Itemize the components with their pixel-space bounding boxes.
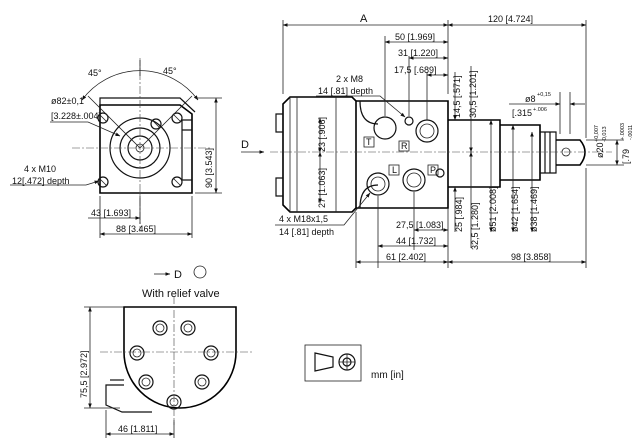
bottom-view-label: D — [174, 269, 182, 281]
units-legend: mm [in] — [304, 344, 404, 382]
m8-depth-label: 14 [.81] depth — [318, 86, 373, 96]
bottom-body — [123, 306, 237, 409]
port-block — [356, 100, 449, 209]
port-p-box — [427, 164, 439, 176]
shaft-tol-upper-label: +0,007 — [594, 125, 600, 142]
cover-section-lines — [289, 97, 337, 212]
projection-cone-icon — [314, 352, 334, 372]
key-width-in-label: [.315 — [512, 108, 532, 118]
bottom-view-title: With relief valve — [142, 288, 220, 300]
dim-25-label: 25 [.984] — [454, 197, 464, 232]
dim-98-label: 98 [3.858] — [511, 252, 551, 262]
shaft-tol-in-upper-label: +.0003 — [620, 123, 626, 140]
front-side-lugs — [181, 119, 192, 181]
dim-61-label: 61 [2.402] — [386, 252, 426, 262]
dim-51-label: ø51 [2.008] — [488, 186, 498, 232]
relief-valve — [105, 384, 152, 413]
seal-housing — [540, 131, 557, 174]
dim-27-label: 27 [1.063] — [317, 168, 327, 208]
shaft-dia-label: ø20 — [595, 142, 605, 158]
port-r-circle — [415, 119, 439, 143]
dim-23-label: 23 [.906] — [317, 117, 327, 152]
dim-14-5-label: 14,5 [.571] — [452, 75, 462, 118]
view-d-label: D — [241, 139, 249, 151]
dim-38-label: ø38 [1.469] — [529, 186, 539, 232]
dim-44-label: 44 [1.732] — [396, 236, 436, 246]
angle-right-label: 45° — [163, 66, 177, 76]
dim-a-label: A — [360, 13, 368, 25]
mount-bolt-holes — [97, 112, 183, 188]
dim-120-label: 120 [4.724] — [488, 14, 533, 24]
port-l-circle — [366, 172, 390, 196]
port-depth-label: 14 [.81] depth — [279, 227, 334, 237]
dim-42-label: ø42 [1.654] — [510, 186, 520, 232]
dim-30-5-label: 30,5 [1.201] — [468, 70, 478, 118]
m10-leader — [10, 180, 100, 186]
port-l-box — [388, 164, 400, 176]
units-label: mm [in] — [371, 370, 404, 381]
bottom-bolts — [129, 320, 219, 410]
pilot-leader — [50, 121, 121, 137]
pilot-dia-label: ø82±0,1 — [51, 96, 84, 106]
half-width-label: 43 [1.693] — [91, 208, 131, 218]
width-label: 88 [3.465] — [116, 224, 156, 234]
port-r-label: R — [401, 141, 408, 151]
front-view: 45° 45° ø82±0,1 [3.228±.004] 4 x M10 12[… — [10, 58, 222, 238]
bottom-view-symbol — [193, 265, 207, 279]
side-view: D T R L P — [241, 13, 634, 268]
bottom-centerlines — [100, 296, 252, 425]
shaft-tol-in-lower-label: -.0011 — [628, 125, 634, 140]
shaft — [556, 139, 586, 166]
cover-bolts — [275, 113, 284, 197]
port-r-box — [398, 140, 410, 152]
m10-label: 4 x M10 — [24, 164, 56, 174]
port-l-label: L — [392, 165, 397, 175]
port-block-fillets — [359, 100, 379, 209]
port-t-box — [363, 136, 375, 148]
key-tol-in-label: +.006 — [533, 107, 547, 113]
port-p-circle — [402, 168, 426, 192]
legend-box — [304, 344, 362, 382]
angle-lines — [87, 95, 193, 149]
port-t-circle — [373, 116, 397, 140]
m8-leader — [316, 95, 406, 118]
shaft-in-label: [.79 — [621, 149, 631, 164]
port-t-label: T — [366, 137, 372, 147]
bottom-view: D With relief valve 75,5 [2.972] 46 [1.8… — [79, 265, 252, 438]
port-ext-lines — [384, 36, 428, 120]
dim-31-label: 31 [1.220] — [398, 48, 438, 58]
key-width-label: ø8 — [525, 94, 536, 104]
dim-32-5-label: 32,5 [1.280] — [470, 202, 480, 250]
port-p-label: P — [430, 165, 436, 175]
bottom-width-label: 46 [1.811] — [118, 424, 157, 434]
height-label: 90 [3.543] — [204, 148, 214, 188]
m8-label: 2 x M8 — [336, 74, 363, 84]
bottom-height-label: 75,5 [2.972] — [79, 350, 89, 398]
dim-17-label: 17,5 [.689] — [394, 65, 437, 75]
port-thread-label: 4 x M18x1,5 — [279, 214, 328, 224]
m10-depth-label: 12[.472] depth — [12, 176, 70, 186]
pilot-dia-in-label: [3.228±.004] — [51, 111, 101, 121]
shaft-housing — [500, 124, 541, 181]
dim-50-label: 50 [1.969] — [395, 32, 435, 42]
housing — [448, 119, 501, 188]
bottom-ext-lines — [377, 192, 449, 268]
dim-27-5-label: 27,5 [1.083] — [396, 220, 444, 230]
key-tol-label: +0,15 — [537, 92, 551, 98]
port-thread-leader — [275, 192, 371, 226]
m8-hole-2 — [435, 168, 445, 178]
m8-hole-1 — [404, 116, 414, 126]
shaft-tol-lower-label: -0,013 — [602, 126, 608, 142]
angle-left-label: 45° — [88, 68, 102, 78]
